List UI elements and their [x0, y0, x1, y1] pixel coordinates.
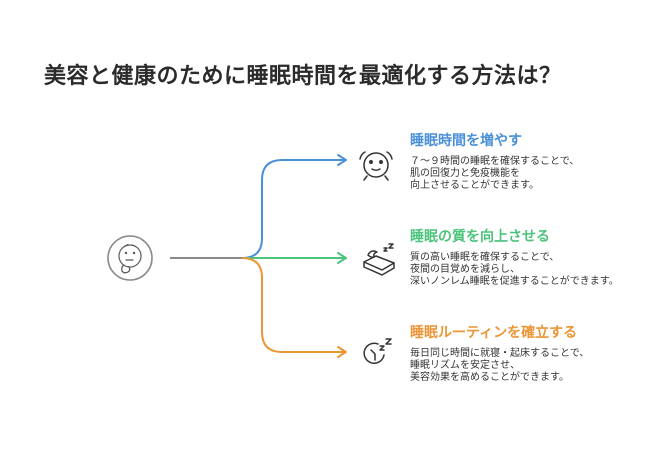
branch-desc-establish-routine: 毎日同じ時間に就寝・起床することで、 睡眠リズムを安定させ、 美容効果を高めるこ…	[410, 348, 590, 383]
sleeping-bed-icon	[363, 243, 395, 276]
connector-line-blue	[241, 159, 346, 259]
connector-line-orange	[241, 257, 346, 353]
page-title: 美容と健康のために睡眠時間を最適化する方法は？	[44, 64, 562, 89]
branch-desc-increase-sleep: ７〜９時間の睡眠を確保することで、 肌の回復力と免疫機能を 向上させることができ…	[410, 156, 580, 191]
branch-title-improve-quality: 睡眠の質を向上させる	[410, 229, 550, 245]
sleep-routine-icon	[363, 338, 392, 364]
arrowhead-blue	[337, 154, 347, 166]
alarm-clock-icon	[359, 151, 393, 181]
arrowhead-orange	[337, 346, 347, 358]
thinking-face-icon	[107, 235, 153, 281]
branch-title-increase-sleep: 睡眠時間を増やす	[410, 133, 522, 149]
branch-title-establish-routine: 睡眠ルーティンを確立する	[410, 325, 578, 341]
branch-desc-improve-quality: 質の高い睡眠を確保することで、 夜間の目覚めを減らし、 深いノンレム睡眠を促進す…	[410, 252, 619, 287]
arrowhead-green	[337, 252, 347, 264]
